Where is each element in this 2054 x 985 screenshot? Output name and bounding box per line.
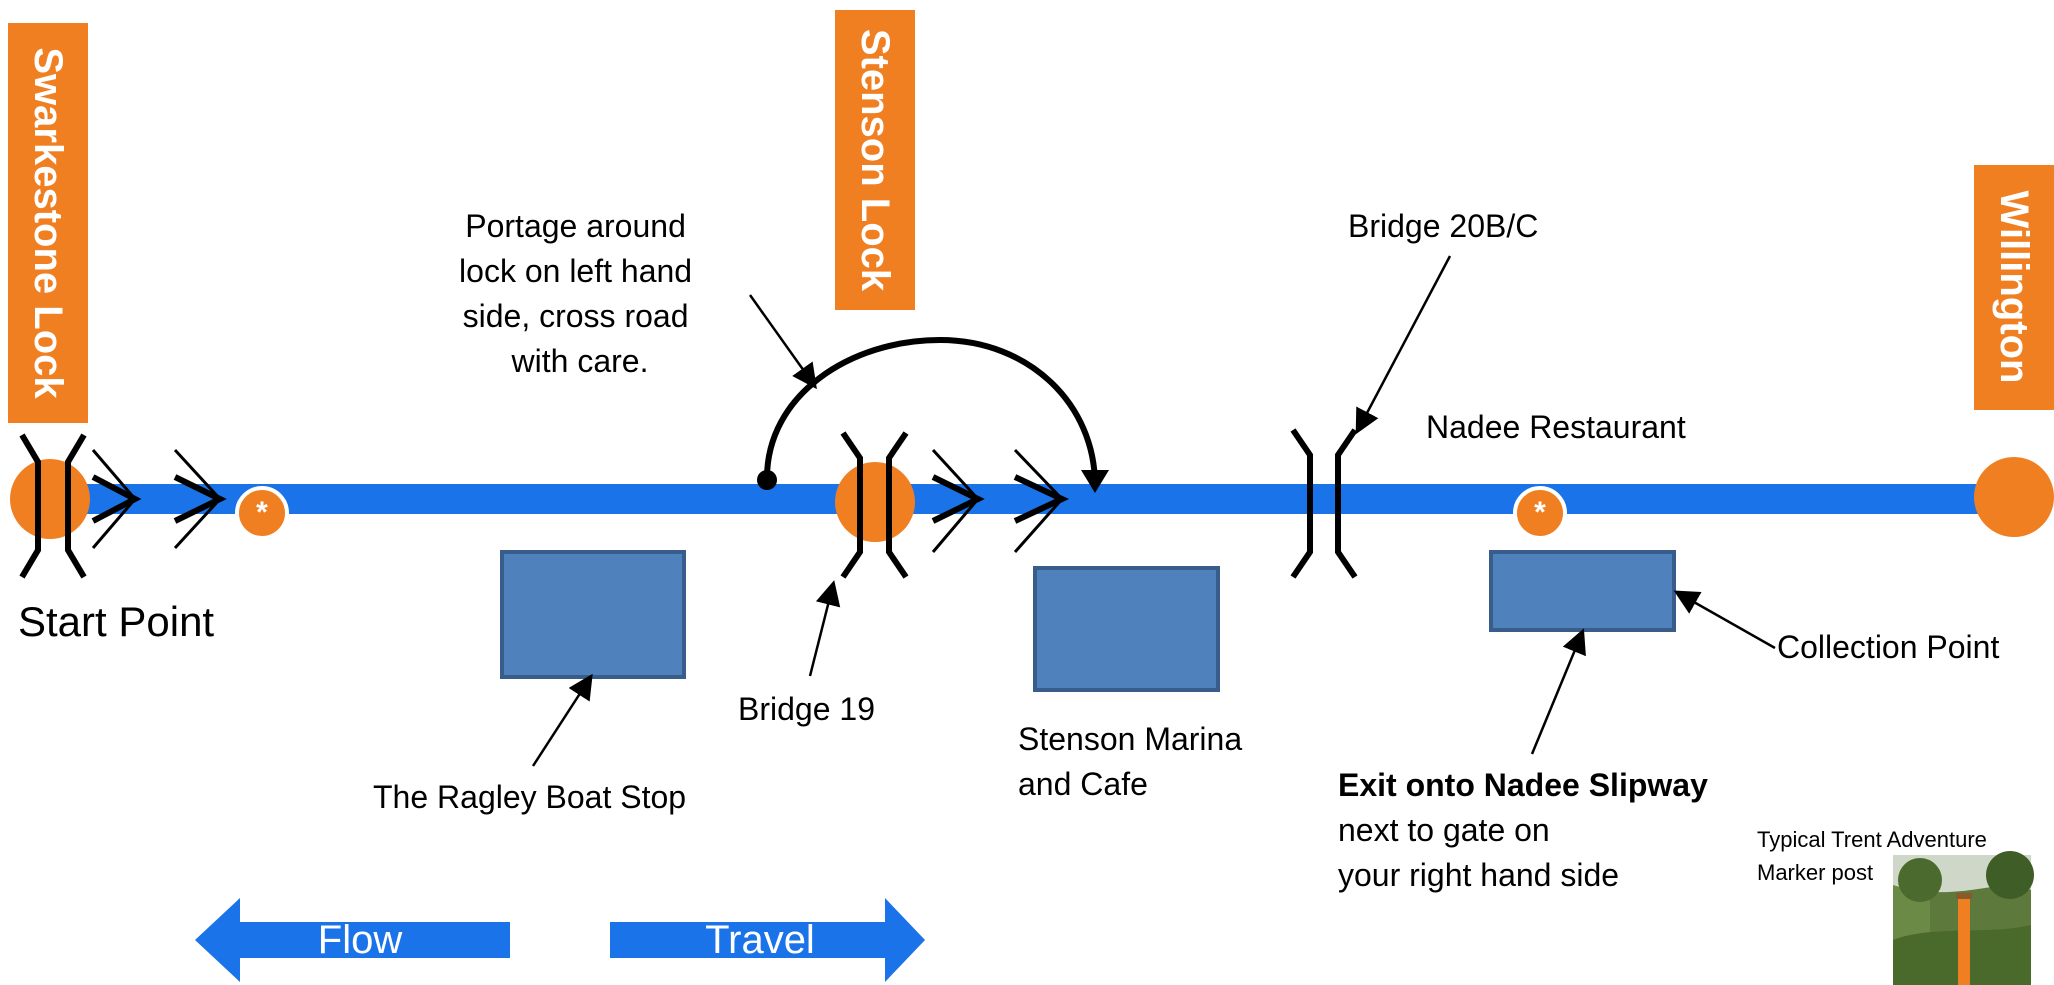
swarkestone-lock-label: Swarkestone Lock xyxy=(26,47,70,399)
stenson-lock-marker xyxy=(835,462,915,542)
willington-banner: Willington xyxy=(1974,165,2054,410)
bridge-20-pointer xyxy=(1355,255,1452,435)
collection-point-box xyxy=(1489,550,1676,632)
marker-post-2-star: * xyxy=(1534,496,1546,529)
marker-post-caption-line-2: Marker post xyxy=(1757,860,1873,885)
start-point-marker xyxy=(10,459,90,539)
portage-note-line-4: with care. xyxy=(511,343,649,379)
current-chevrons-stenson xyxy=(931,448,1070,553)
collection-point-pointer xyxy=(1673,590,1776,650)
collection-point-label: Collection Point xyxy=(1777,629,1999,665)
marker-post-caption-line-1: Typical Trent Adventure xyxy=(1757,827,1987,852)
stenson-marina-line-2: and Cafe xyxy=(1018,766,1148,802)
flow-label: Flow xyxy=(318,918,403,962)
marker-post-orange xyxy=(1958,898,1970,985)
portage-start-dot xyxy=(757,470,777,490)
portage-note-line-2: lock on left hand xyxy=(459,253,692,289)
swarkestone-lock-banner: Swarkestone Lock xyxy=(8,23,88,423)
stenson-lock-banner: Stenson Lock xyxy=(835,10,915,310)
stenson-marina-line-1: Stenson Marina xyxy=(1018,721,1242,757)
exit-slipway-label: Exit onto Nadee Slipway next to gate on … xyxy=(1338,767,1717,893)
portage-note-line-1: Portage around xyxy=(465,208,686,244)
bridge-20-label: Bridge 20B/C xyxy=(1348,208,1538,244)
bridge-19-label: Bridge 19 xyxy=(738,691,875,727)
exit-slipway-line-2: next to gate on xyxy=(1338,812,1550,848)
marker-post-caption: Typical Trent Adventure Marker post xyxy=(1757,827,1993,885)
marker-post-1-star: * xyxy=(256,496,268,529)
bridge-19-gate-left xyxy=(840,431,863,579)
bridge-20-gate-right xyxy=(1335,428,1358,579)
flow-arrow: Flow xyxy=(195,898,510,982)
start-lock-gate-right xyxy=(65,433,87,579)
portage-pointer xyxy=(748,294,817,390)
ragley-boat-stop-label: The Ragley Boat Stop xyxy=(373,779,686,815)
ragley-boat-stop-box xyxy=(500,550,686,679)
willington-end-marker xyxy=(1974,457,2054,537)
stenson-marina-label: Stenson Marina and Cafe xyxy=(1018,721,1251,802)
portage-note: Portage around lock on left hand side, c… xyxy=(459,208,701,379)
stenson-lock-label: Stenson Lock xyxy=(853,29,897,292)
ragley-pointer xyxy=(531,673,593,767)
portage-note-line-3: side, cross road xyxy=(463,298,689,334)
portage-arrow-head xyxy=(1081,470,1109,493)
stenson-marina-box xyxy=(1033,566,1220,692)
marker-post-2: * xyxy=(1513,486,1567,540)
start-point-label: Start Point xyxy=(18,598,214,645)
bridge-19-pointer xyxy=(808,580,841,677)
willington-label: Willington xyxy=(1992,191,2036,384)
marker-post-1: * xyxy=(235,486,289,540)
current-chevrons-start xyxy=(91,448,227,550)
bridge-19-gate-right xyxy=(886,431,909,579)
river-line xyxy=(45,484,2020,514)
start-lock-gate-left xyxy=(19,433,41,579)
exit-slipway-pointer xyxy=(1530,628,1586,755)
travel-label: Travel xyxy=(705,918,815,962)
nadee-restaurant-label: Nadee Restaurant xyxy=(1426,409,1686,445)
exit-slipway-line-3: your right hand side xyxy=(1338,857,1619,893)
bridge-20-gate-left xyxy=(1290,428,1313,579)
travel-arrow: Travel xyxy=(610,898,925,982)
marker-post-photo xyxy=(1893,851,2034,985)
exit-slipway-bold: Exit onto Nadee Slipway xyxy=(1338,767,1708,803)
portage-arrow xyxy=(764,336,1098,486)
